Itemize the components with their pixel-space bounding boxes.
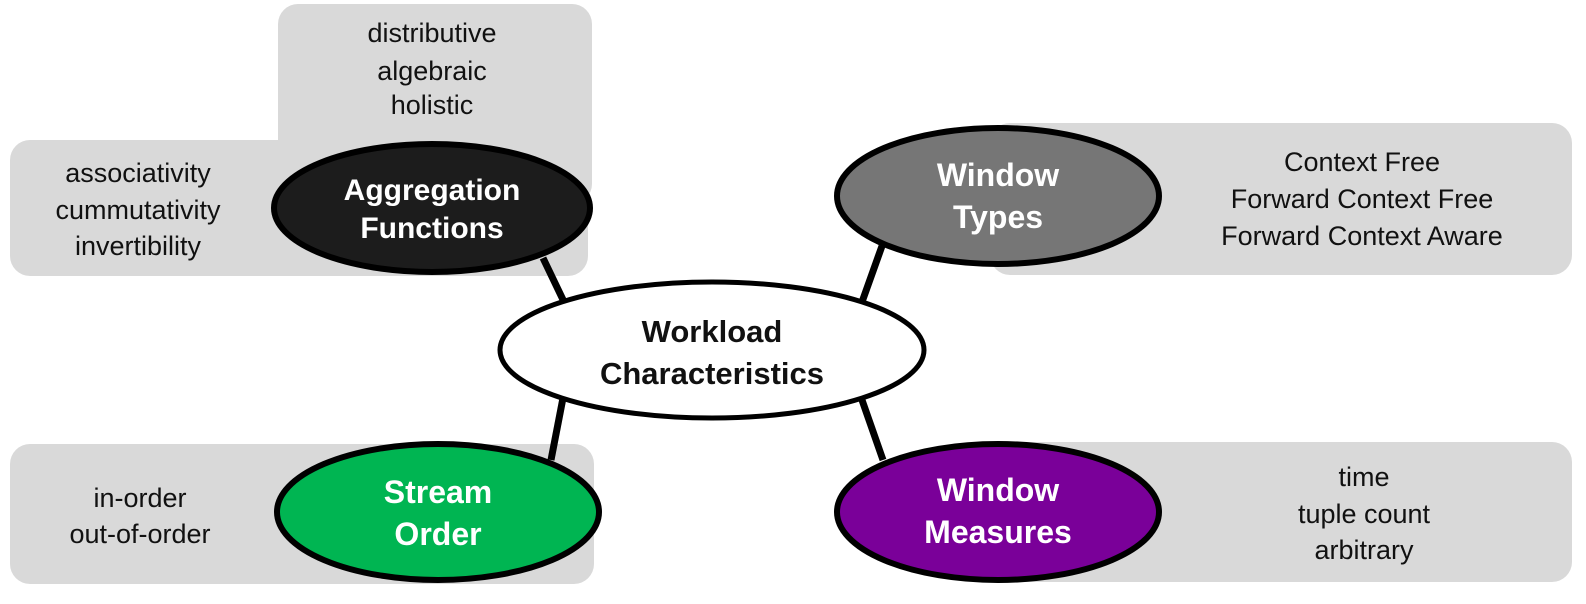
node-ellipse — [834, 441, 1162, 583]
node-window-measures: Window Measures — [834, 441, 1162, 583]
node-label-line: Types — [953, 199, 1043, 235]
node-label-line: Order — [394, 516, 481, 552]
node-label-line: Stream — [384, 474, 493, 510]
list-item: Forward Context Aware — [1221, 221, 1503, 251]
node-label-line: Window — [937, 157, 1059, 193]
node-label-line: Workload — [642, 314, 783, 349]
node-workload-characteristics: Workload Characteristics — [497, 279, 927, 421]
window-types-items: Context Free Forward Context Free Forwar… — [1221, 147, 1503, 251]
node-stream-order: Stream Order — [274, 441, 602, 583]
connectors — [539, 244, 887, 462]
connector-aggregation — [539, 256, 570, 308]
list-item: time — [1338, 462, 1389, 492]
list-item: holistic — [391, 90, 474, 120]
connector-window-measures — [858, 398, 887, 462]
list-item: tuple count — [1298, 499, 1431, 529]
node-label-line: Functions — [360, 212, 503, 245]
list-item: Forward Context Free — [1231, 184, 1494, 214]
list-item: algebraic — [377, 56, 487, 86]
list-item: in-order — [93, 483, 186, 513]
list-item: distributive — [367, 18, 496, 48]
list-item: associativity — [65, 158, 211, 188]
node-label-line: Measures — [924, 514, 1072, 550]
node-ellipse — [271, 141, 593, 275]
list-item: out-of-order — [69, 519, 210, 549]
node-aggregation-functions: Aggregation Functions — [271, 141, 593, 275]
aggregation-top-items: distributive algebraic holistic — [367, 18, 496, 120]
node-window-types: Window Types — [834, 125, 1162, 267]
stream-order-items: in-order out-of-order — [69, 483, 210, 549]
node-ellipse — [497, 279, 927, 421]
node-label-line: Window — [937, 472, 1059, 508]
node-label-line: Aggregation — [344, 174, 521, 207]
list-item: cummutativity — [55, 195, 221, 225]
list-item: arbitrary — [1314, 535, 1414, 565]
list-item: Context Free — [1284, 147, 1440, 177]
connector-stream-order — [547, 397, 567, 461]
aggregation-side-items: associativity cummutativity invertibilit… — [55, 158, 221, 261]
connector-window-types — [858, 244, 886, 304]
node-label-line: Characteristics — [600, 356, 824, 391]
list-item: invertibility — [75, 231, 202, 261]
node-ellipse — [834, 125, 1162, 267]
node-ellipse — [274, 441, 602, 583]
window-measures-items: time tuple count arbitrary — [1298, 462, 1431, 565]
